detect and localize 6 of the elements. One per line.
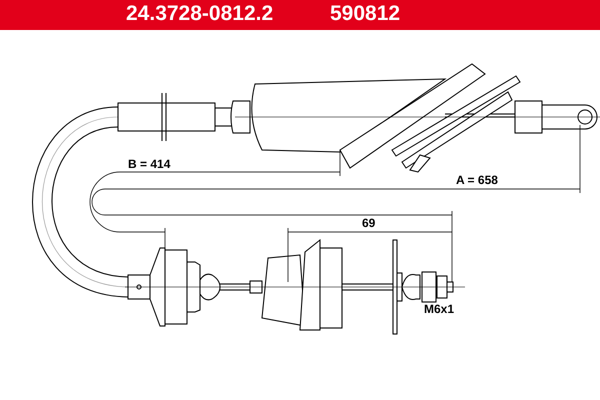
part-number: 24.3728-0812.2 bbox=[126, 2, 274, 26]
thread-label: M6x1 bbox=[424, 302, 454, 316]
dimension-label: 69 bbox=[362, 216, 376, 230]
part-number: 590812 bbox=[330, 2, 400, 26]
dimension-label: A = 658 bbox=[456, 173, 498, 187]
dimension-label: B = 414 bbox=[128, 157, 170, 171]
